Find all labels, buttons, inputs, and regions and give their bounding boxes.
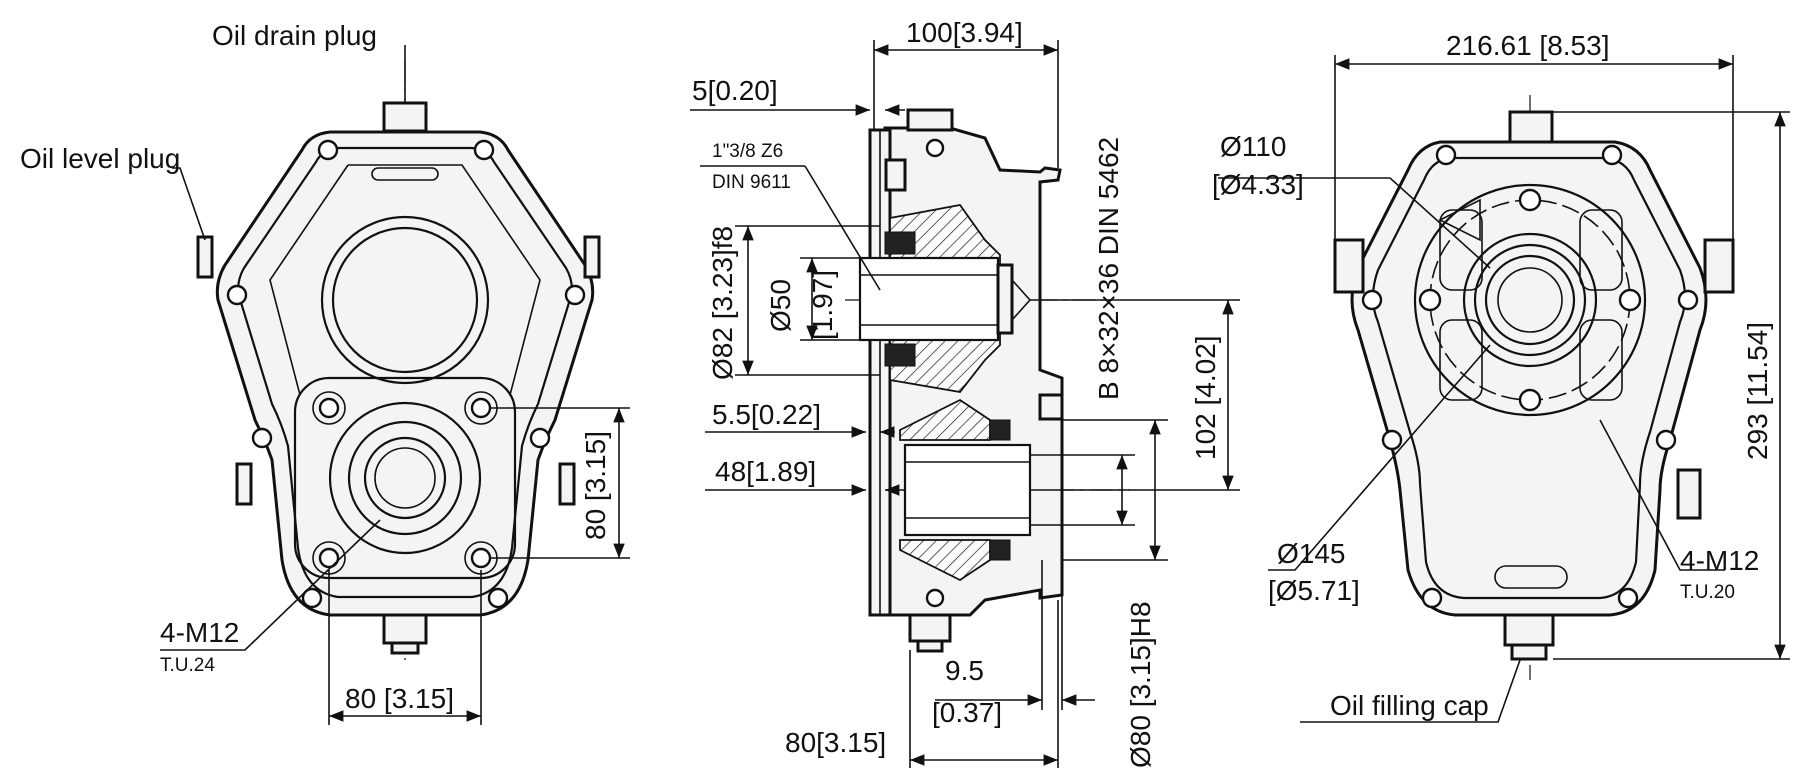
side-48-dimension: 48[1.89] xyxy=(715,456,816,487)
oil-level-plug xyxy=(196,235,214,279)
upper-cover xyxy=(320,215,490,385)
side-80-bottom-dimension: 80[3.15] xyxy=(785,727,886,758)
oil-drain-plug xyxy=(382,101,428,133)
side-9-5-inch: [0.37] xyxy=(932,697,1002,728)
lower-shaft xyxy=(903,443,1032,537)
rear-shaft xyxy=(1484,254,1576,346)
oil-filling-cap-label: Oil filling cap xyxy=(1330,690,1489,721)
front-perimeter-bolts xyxy=(226,139,586,609)
rear-housing xyxy=(1350,140,1708,617)
front-bolts-label: 4-M12 xyxy=(160,617,239,648)
side-view: 100[3.94] 5[0.20] 1"3/8 Z6 DIN 9611 Ø82 … xyxy=(690,17,1240,768)
rear-height-dimension: 293 [11.54] xyxy=(1742,322,1773,460)
side-9-5-dimension: 9.5 xyxy=(945,655,984,686)
rear-d110-inch: [Ø4.33] xyxy=(1212,169,1304,200)
side-d50-inch: [1.97] xyxy=(807,270,838,340)
side-d82-dimension: Ø82 [3.23]f8 xyxy=(707,226,738,380)
side-5-5-dimension: 5.5[0.22] xyxy=(712,399,821,430)
side-d80-dimension: Ø80 [3.15]H8 xyxy=(1125,601,1156,768)
spline-shaft xyxy=(363,436,447,520)
front-bolts-tu: T.U.24 xyxy=(160,655,215,676)
front-width-dimension: 80 [3.15] xyxy=(345,683,454,714)
side-102-dimension: 102 [4.02] xyxy=(1190,335,1221,460)
shaft-spec-1: 1"3/8 Z6 xyxy=(712,141,783,162)
spline-spec-label: B 8×32×36 DIN 5462 xyxy=(1093,137,1124,400)
rear-bolt-holes xyxy=(1418,188,1642,412)
rear-perimeter-bolts xyxy=(1361,144,1699,609)
upper-shaft xyxy=(858,256,1000,342)
shaft-spec-2: DIN 9611 xyxy=(712,172,791,193)
rear-bolts-label: 4-M12 xyxy=(1680,545,1759,576)
oil-drain-plug-label: Oil drain plug xyxy=(212,20,377,51)
rear-d145-inch: [Ø5.71] xyxy=(1268,575,1360,606)
side-5-dimension: 5[0.20] xyxy=(692,75,778,106)
side-d50-dimension: Ø50 xyxy=(765,279,796,332)
rear-d145-dimension: Ø145 xyxy=(1277,538,1346,569)
side-100-dimension: 100[3.94] xyxy=(906,17,1023,48)
rear-view: 216.61 [8.53] 293 [11.54] Ø110 [Ø4.33] Ø… xyxy=(1212,30,1790,723)
rear-width-dimension: 216.61 [8.53] xyxy=(1446,30,1609,61)
rear-bolts-tu: T.U.20 xyxy=(1680,582,1735,603)
oil-level-plug-label: Oil level plug xyxy=(20,143,180,174)
front-height-dimension: 80 [3.15] xyxy=(580,431,611,540)
rear-d110-dimension: Ø110 xyxy=(1220,131,1286,162)
front-view: Oil drain plug Oil level plug 4-M12 T.U.… xyxy=(20,20,630,725)
front-housing xyxy=(215,130,595,617)
